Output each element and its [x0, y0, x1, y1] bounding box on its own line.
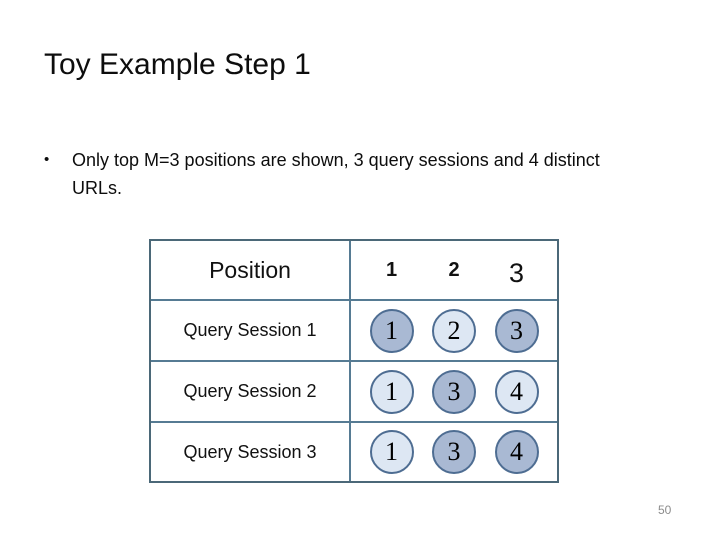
url-circle: 3 — [432, 369, 476, 414]
session-label: Query Session 1 — [183, 320, 317, 340]
url-circle-strip: 1 2 3 — [351, 308, 557, 353]
bullet-item: • Only top M=3 positions are shown, 3 qu… — [44, 146, 628, 202]
url-circle: 2 — [432, 308, 476, 353]
position-header-label: Position — [209, 256, 291, 283]
table-row-circles-cell: 1 3 4 — [349, 360, 557, 421]
url-circle: 1 — [369, 430, 414, 474]
url-circle-strip: 1 3 4 — [351, 430, 557, 474]
slide-page-number: 50 — [658, 503, 672, 517]
table-row-label-cell: Query Session 2 — [151, 360, 349, 421]
position-column-1: 1 — [385, 258, 398, 281]
url-circle-strip: 1 3 4 — [351, 369, 557, 414]
bullet-icon: • — [44, 151, 50, 168]
position-table: Position 1 2 3 Query Session 1 1 2 3 Que… — [149, 239, 559, 483]
position-column-2: 2 — [448, 258, 460, 281]
url-circle: 4 — [494, 430, 539, 474]
url-circle: 1 — [369, 308, 414, 353]
url-circle: 3 — [494, 308, 539, 353]
session-label: Query Session 2 — [183, 381, 317, 401]
table-row-label-cell: Query Session 3 — [151, 421, 349, 481]
url-circle: 1 — [369, 369, 414, 414]
table-row-circles-cell: 1 2 3 — [349, 299, 557, 360]
position-column-3: 3 — [508, 257, 525, 288]
table-row-label-cell: Query Session 1 — [151, 299, 349, 360]
session-label: Query Session 3 — [183, 441, 317, 462]
position-columns-cell: 1 2 3 — [349, 241, 557, 299]
bullet-text: Only top M=3 positions are shown, 3 quer… — [72, 150, 600, 198]
page-title: Toy Example Step 1 — [44, 48, 311, 81]
table-row-circles-cell: 1 3 4 — [349, 421, 557, 481]
position-header-cell: Position — [151, 241, 349, 299]
url-circle: 4 — [494, 369, 539, 414]
position-column-numbers: 1 2 3 — [351, 255, 557, 288]
url-circle: 3 — [432, 430, 476, 474]
